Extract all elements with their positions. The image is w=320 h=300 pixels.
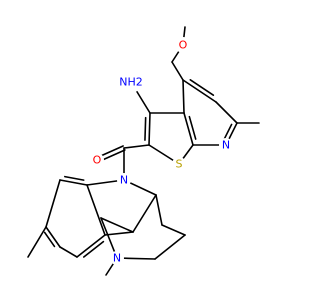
bond-c5-c6-b	[188, 115, 197, 140]
atom-background-amine	[120, 71, 142, 93]
atom-background-sulfur	[172, 157, 186, 171]
bond-c5-c6-a	[183, 112, 194, 146]
bond-c20-c19-b	[82, 240, 105, 258]
bond-c17-c11	[132, 194, 157, 233]
bond-c4-n6-b	[223, 123, 233, 141]
bond-c20-c19-a	[76, 234, 106, 258]
bond-c21-c23	[45, 179, 61, 228]
atom-label-ring-nitrogen: N	[222, 139, 230, 152]
atom-background-piperidine-nitrogen	[110, 251, 124, 265]
bond-c23-c22-b	[43, 231, 56, 248]
bond-c18-c21-b	[64, 175, 85, 181]
bond-c7-c8-a	[148, 112, 151, 146]
bond-c22-c20	[59, 246, 78, 258]
atom-label-carbonyl-oxygen: O	[93, 154, 102, 167]
atom-background-indoline-nitrogen	[117, 173, 131, 187]
atom-background-ring-nitrogen	[219, 138, 233, 152]
atom-label-piperidine-nitrogen: N	[113, 252, 121, 265]
bond-c23-c22-a	[45, 226, 61, 248]
bond-c18-c21-a	[59, 179, 88, 186]
bond-n15-c16	[100, 217, 118, 259]
atom-background-methoxy-oxygen	[175, 37, 191, 53]
bond-c16-c17	[100, 217, 134, 233]
bond-c13-c14	[154, 234, 186, 260]
atom-label-methoxy-oxygen: O	[179, 39, 188, 52]
bond-c12-c13	[161, 224, 186, 236]
bond-c2-c3-a	[182, 79, 217, 103]
bond-c2-c3-b	[189, 79, 215, 97]
bond-c7-c8-b	[144, 116, 147, 141]
bond-c23-cme23	[27, 226, 47, 258]
bond-c8-c9	[123, 144, 150, 149]
bond-c1-c2	[171, 61, 184, 81]
atom-background-carbonyl-oxygen	[90, 153, 104, 167]
bond-c6-c2	[182, 79, 185, 114]
bond-c3-c4	[215, 101, 238, 124]
bond-c11-c12	[155, 194, 163, 226]
atom-label-indoline-nitrogen: N	[120, 174, 128, 187]
atom-label-sulfur: S	[176, 158, 183, 171]
atom-label-amine: NH2	[119, 76, 143, 89]
bond-c19-c17	[104, 231, 134, 236]
bond-c19-c18	[86, 184, 106, 236]
